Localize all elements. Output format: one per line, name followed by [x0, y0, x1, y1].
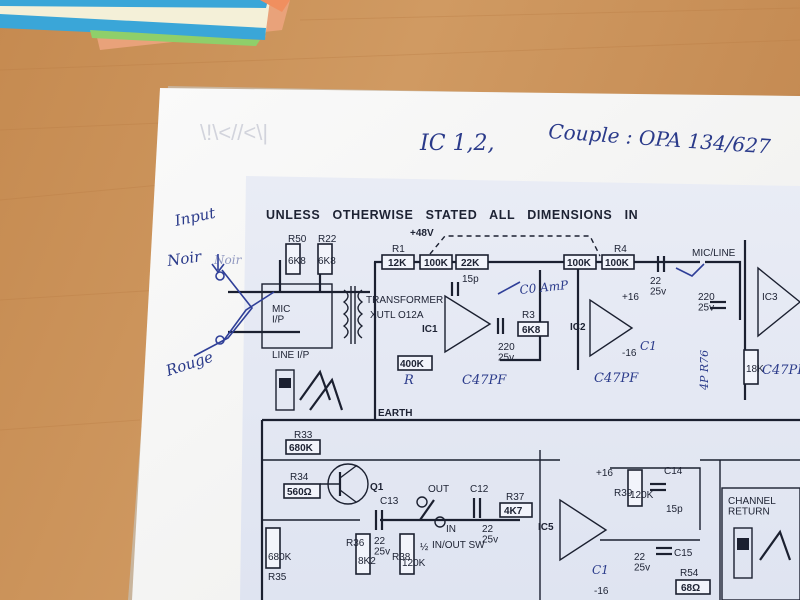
schematic-header: UNLESS OTHERWISE STATED ALL DIMENSIONS I… — [266, 208, 638, 222]
svg-text:R35: R35 — [268, 572, 287, 583]
handwritten-r-mark: R — [403, 373, 414, 388]
sticky-notepad — [0, 0, 290, 50]
transistor-q1 — [320, 463, 369, 505]
handwritten-ic-label: IC 1,2, — [419, 131, 495, 156]
channel-return-box — [721, 487, 800, 600]
show-through-text: \!\<//<\| — [200, 120, 268, 145]
svg-text:C13: C13 — [380, 496, 399, 507]
svg-text:R1: R1 — [392, 244, 405, 255]
opamp-ic1 — [444, 294, 492, 354]
svg-text:R38: R38 — [392, 552, 411, 563]
svg-text:680K: 680K — [289, 443, 314, 454]
svg-text:IC5: IC5 — [538, 522, 554, 533]
jack-socket-right — [733, 527, 792, 579]
svg-text:100K: 100K — [567, 258, 592, 269]
svg-text:560Ω: 560Ω — [287, 487, 312, 498]
handwritten-noir: Noir — [165, 247, 203, 270]
svg-text:IN/OUT SW: IN/OUT SW — [432, 540, 485, 551]
svg-text:15p: 15p — [666, 504, 683, 515]
svg-text:IC3: IC3 — [762, 292, 778, 303]
svg-text:IN: IN — [446, 524, 456, 535]
svg-text:C15: C15 — [674, 548, 693, 559]
svg-text:6K8: 6K8 — [318, 256, 336, 267]
svg-text:+48V: +48V — [410, 228, 434, 239]
svg-text:6K8: 6K8 — [288, 256, 306, 267]
svg-text:400K: 400K — [400, 359, 425, 370]
svg-text:R39: R39 — [614, 488, 633, 499]
svg-text:+16: +16 — [622, 292, 639, 303]
svg-text:IC1: IC1 — [422, 324, 438, 335]
svg-text:120K: 120K — [630, 490, 654, 501]
handwritten-c1-mark: C1 — [640, 339, 657, 353]
handwritten-c47-3: C47PF — [762, 363, 800, 378]
svg-text:-16: -16 — [594, 586, 609, 597]
svg-text:R54: R54 — [680, 568, 699, 579]
svg-text:18K: 18K — [746, 364, 764, 375]
svg-text:R3: R3 — [522, 310, 535, 321]
svg-text:IC2: IC2 — [570, 322, 586, 333]
svg-text:R36: R36 — [346, 538, 365, 549]
svg-text:R37: R37 — [506, 492, 525, 503]
opamp-ic3 — [757, 266, 800, 338]
opamp-ic5 — [559, 498, 608, 562]
svg-text:120K: 120K — [402, 558, 426, 569]
transformer-symbol — [261, 283, 364, 349]
svg-text:R34: R34 — [290, 472, 309, 483]
opamp-ic2 — [589, 298, 634, 358]
in-out-switch — [416, 496, 446, 528]
printed-region — [240, 176, 800, 600]
svg-text:TRANSFORMER: TRANSFORMER — [366, 295, 443, 306]
svg-text:100K: 100K — [424, 258, 449, 269]
handwritten-c47-2: C47PF — [594, 371, 639, 386]
handwritten-c0-note: C0 AmP — [519, 278, 570, 297]
svg-text:680K: 680K — [268, 552, 292, 563]
svg-text:R33: R33 — [294, 430, 313, 441]
svg-text:R22: R22 — [318, 234, 337, 245]
handwritten-c1-mark-2: C1 — [592, 563, 609, 577]
svg-text:OUT: OUT — [428, 484, 449, 495]
svg-text:LINE I/P: LINE I/P — [272, 350, 310, 361]
svg-text:MIC/LINE: MIC/LINE — [692, 248, 736, 259]
schematic-drawing: UNLESS OTHERWISE STATED ALL DIMENSIONS I… — [228, 208, 800, 600]
svg-text:68Ω: 68Ω — [681, 583, 700, 594]
svg-text:15p: 15p — [462, 274, 479, 285]
handwritten-c47-1: C47PF — [462, 373, 507, 388]
svg-text:Q1: Q1 — [370, 482, 384, 493]
svg-text:4K7: 4K7 — [504, 506, 523, 517]
svg-text:R50: R50 — [288, 234, 307, 245]
svg-text:C14: C14 — [664, 466, 683, 477]
svg-text:R4: R4 — [614, 244, 627, 255]
svg-text:XUTL O12A: XUTL O12A — [370, 310, 424, 321]
svg-text:+16: +16 — [596, 468, 613, 479]
svg-text:8K2: 8K2 — [358, 556, 376, 567]
svg-text:C12: C12 — [470, 484, 489, 495]
svg-text:100K: 100K — [605, 258, 630, 269]
jack-socket-left — [275, 369, 344, 411]
capacitors — [374, 256, 726, 556]
svg-text:12K: 12K — [388, 258, 407, 269]
svg-text:EARTH: EARTH — [378, 408, 412, 419]
handwritten-noir-repeat: Noir — [213, 253, 243, 267]
svg-text:½: ½ — [420, 542, 429, 553]
handwritten-r-note: 4P R76 — [698, 350, 711, 391]
svg-text:22K: 22K — [461, 258, 480, 269]
svg-text:-16: -16 — [622, 348, 637, 359]
svg-text:6K8: 6K8 — [522, 325, 541, 336]
schematic-paper: \!\<//<\| — [128, 86, 800, 600]
